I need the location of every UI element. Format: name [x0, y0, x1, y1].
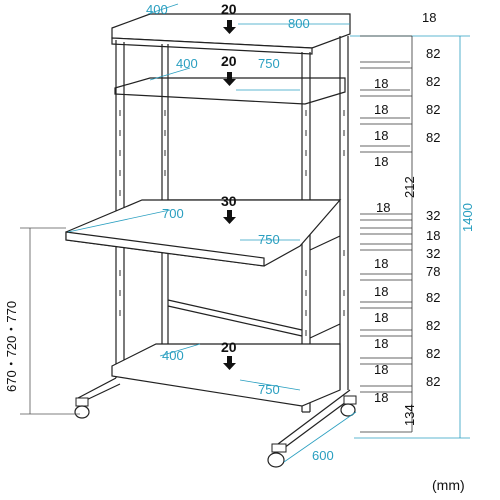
dim-78: 78 — [426, 264, 440, 279]
dim-82-4: 82 — [426, 130, 440, 145]
upper-shelf-load: 20 — [221, 53, 237, 69]
dim-18-3: 18 — [374, 128, 388, 143]
dim-82-3: 82 — [426, 102, 440, 117]
dim-82-1: 82 — [426, 46, 440, 61]
overall-height: 1400 — [460, 203, 475, 232]
bottom-shelf-depth: 400 — [162, 348, 184, 363]
bottom-shelf-width: 750 — [258, 382, 280, 397]
dim-18-1: 18 — [374, 76, 388, 91]
top-shelf-depth: 400 — [146, 2, 168, 17]
top-shelf-load: 20 — [221, 1, 237, 17]
dim-18-mid-b: 18 — [426, 228, 440, 243]
dim-top-18: 18 — [422, 10, 436, 25]
dim-18-low-3: 18 — [374, 336, 388, 351]
upper-shelf-depth: 400 — [176, 56, 198, 71]
upper-shelf — [114, 77, 346, 105]
arrow-down-icon — [223, 356, 236, 370]
dim-18-2: 18 — [374, 102, 388, 117]
dim-18-low-4: 18 — [374, 362, 388, 377]
base-depth: 600 — [312, 448, 334, 463]
caster-front-left — [74, 397, 90, 419]
right-dimension-block — [360, 35, 413, 433]
unit-label: (mm) — [432, 477, 465, 493]
desk-height-options: 670・720・770 — [4, 301, 19, 392]
dim-18-bottom: 18 — [374, 390, 388, 405]
dim-82-low-1: 82 — [426, 290, 440, 305]
dim-82-low-4: 82 — [426, 374, 440, 389]
keyboard-shelf-depth: 700 — [162, 206, 184, 221]
caster-front-right — [267, 443, 287, 468]
bottom-shelf — [111, 343, 341, 407]
dim-82-2: 82 — [426, 74, 440, 89]
top-shelf-width: 800 — [288, 16, 310, 31]
dim-18-mid-c: 18 — [374, 256, 388, 271]
bottom-shelf-load: 20 — [221, 339, 237, 355]
arrow-down-icon — [223, 20, 236, 34]
arrow-down-icon — [223, 210, 236, 224]
dim-18-low-2: 18 — [374, 310, 388, 325]
dim-82-low-2: 82 — [426, 318, 440, 333]
upper-shelf-width: 750 — [258, 56, 280, 71]
caster-back-right — [340, 395, 357, 417]
dim-32-a: 32 — [426, 208, 440, 223]
dim-18-mid-a: 18 — [376, 200, 390, 215]
dim-82-low-3: 82 — [426, 346, 440, 361]
dim-212: 212 — [402, 176, 417, 198]
keyboard-shelf-width: 750 — [258, 232, 280, 247]
dim-32-b: 32 — [426, 246, 440, 261]
keyboard-shelf-load: 30 — [221, 193, 237, 209]
dim-18-low-1: 18 — [374, 284, 388, 299]
dim-134: 134 — [402, 404, 417, 426]
dim-18-4: 18 — [374, 154, 388, 169]
arrow-down-icon — [223, 72, 236, 86]
post-holes — [119, 110, 345, 336]
